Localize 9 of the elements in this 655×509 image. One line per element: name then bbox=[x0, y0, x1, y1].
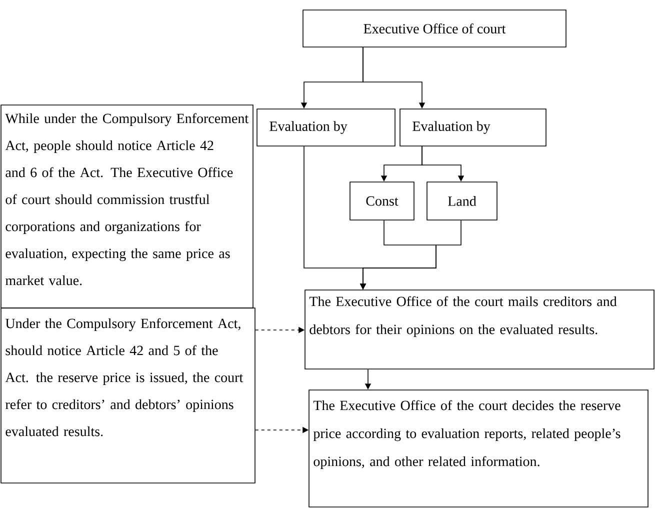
process-box: Evaluation by bbox=[256, 108, 396, 146]
process-box: Executive Office of court bbox=[302, 10, 566, 48]
process-box: The Executive Office of the court decides the reserve price according to evaluation reports, related people’s opinions, and other related information. bbox=[308, 390, 648, 508]
process-box: The Executive Office of the court mails creditors and debtors for their opinions on the evaluated results. bbox=[304, 290, 654, 370]
note-box: While under the Compulsory Enforcement Act, people should notice Article 42 and 6 of the Act. The Executive Office of court should commission trustful corporations and organizations for evaluation, expecting the same price as market value. bbox=[0, 104, 254, 308]
process-box: Const bbox=[350, 182, 414, 220]
process-box: Land bbox=[426, 182, 498, 220]
process-box: Evaluation by bbox=[400, 108, 546, 146]
note-box: Under the Compulsory Enforcement Act, should notice Article 42 and 5 of the Act. the reserve price is issued, the court refer to creditors’ and debtors’ opinions evaluated results. bbox=[0, 308, 256, 484]
